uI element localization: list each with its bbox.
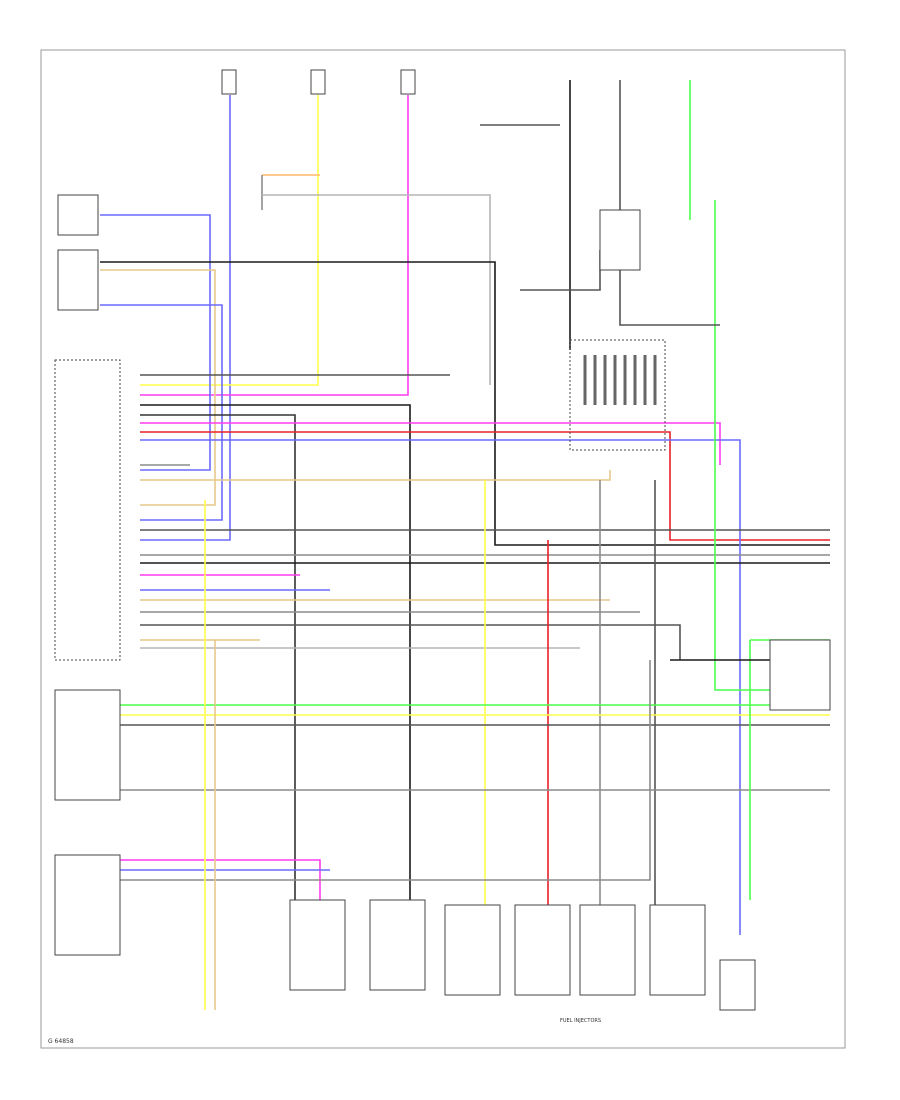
- diagram-frame: [40, 49, 846, 1049]
- wire-green-relay: [714, 200, 830, 691]
- injector-2: [369, 899, 426, 991]
- wire-blue-sensor-3: [100, 304, 223, 521]
- fuse-1: [221, 69, 237, 95]
- wire-gray-sensor-b: [120, 660, 651, 881]
- wire-pink-row-4: [140, 422, 721, 465]
- fuse-3: [400, 69, 416, 95]
- injector-4: [514, 904, 571, 996]
- wire-tan-row-8: [140, 470, 611, 481]
- relay-upper-right: [569, 339, 666, 451]
- relay-box-top: [599, 209, 641, 271]
- wire-black-row-2: [140, 404, 411, 935]
- wire-dark-row-3: [140, 414, 296, 935]
- wire-red-row-5: [140, 431, 830, 541]
- wire-blue-fuse-feed: [140, 95, 231, 541]
- ecm-connector: [54, 359, 121, 661]
- sensor-block-lower: [54, 854, 121, 956]
- wire-pink-fuse-feed: [140, 95, 409, 396]
- wire-black-sensor-2: [100, 261, 830, 546]
- injector-3: [444, 904, 501, 996]
- sensor-right-lower: [719, 959, 756, 1011]
- sensor-upper-left: [57, 194, 99, 236]
- fuse-2: [310, 69, 326, 95]
- wire-gray-relay-link: [520, 250, 601, 291]
- relay-box-right: [769, 639, 831, 711]
- wire-blue-row-6: [140, 439, 741, 935]
- relay-pins: [583, 355, 657, 405]
- injector-6: [649, 904, 706, 996]
- components: [54, 69, 831, 1011]
- sensor-block-mid: [54, 689, 121, 801]
- wire-gray-relay-feed: [619, 80, 720, 326]
- injector-5: [579, 904, 636, 996]
- wire-harness: [100, 80, 830, 1010]
- wire-gray-row-16: [140, 624, 681, 660]
- sensor-block-left: [57, 249, 99, 311]
- wire-gray-cruise-link: [262, 194, 491, 385]
- wire-yellow-fuse-feed: [140, 95, 319, 386]
- fuel-injectors-caption: FUEL INJECTORS: [560, 1018, 601, 1024]
- figure-id: G 64858: [48, 1038, 74, 1045]
- injector-1: [289, 899, 346, 991]
- wire-blue-sensor-1: [100, 214, 211, 471]
- wire-tan-sensor-2: [100, 269, 216, 506]
